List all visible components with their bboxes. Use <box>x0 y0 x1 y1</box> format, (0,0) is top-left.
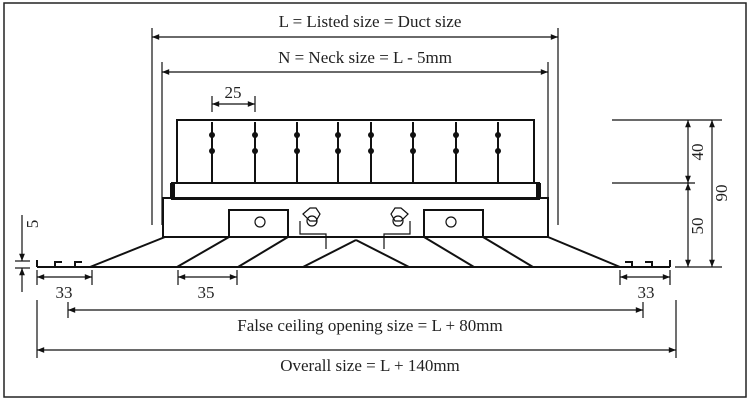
blade-pivot <box>252 148 258 154</box>
blade-pitch-dimension: 25 <box>211 83 256 112</box>
height-dimensions: 40 50 90 <box>612 119 731 268</box>
height-top-label: 40 <box>688 144 707 161</box>
flange-thickness-label: 5 <box>23 220 42 229</box>
blade-pivot <box>252 132 258 138</box>
cone-step-label: 35 <box>198 283 215 302</box>
margin-dimensions: 33 35 33 <box>36 270 671 302</box>
listed-size-dimension: L = Listed size = Duct size <box>151 12 559 225</box>
height-bottom-label: 50 <box>688 218 707 235</box>
blade-pivot <box>335 148 341 154</box>
height-total-label: 90 <box>712 185 731 202</box>
right-margin-label: 33 <box>638 283 655 302</box>
false-ceiling-label: False ceiling opening size = L + 80mm <box>237 316 502 335</box>
flange-thickness-dimension: 5 <box>15 215 42 292</box>
blade-pivot <box>368 132 374 138</box>
blade-pivot <box>495 148 501 154</box>
blade-pivot <box>410 148 416 154</box>
listed-size-label: L = Listed size = Duct size <box>279 12 462 31</box>
frame <box>3 2 747 398</box>
false-ceiling-dimension: False ceiling opening size = L + 80mm <box>67 302 644 335</box>
overall-size-dimension: Overall size = L + 140mm <box>36 300 677 375</box>
blade-pitch-label: 25 <box>225 83 242 102</box>
blade-pivot <box>368 148 374 154</box>
blade-pivot <box>335 132 341 138</box>
blade-pivot <box>453 132 459 138</box>
overall-size-label: Overall size = L + 140mm <box>280 356 460 375</box>
left-margin-label: 33 <box>56 283 73 302</box>
blade-pivot <box>495 132 501 138</box>
neck-size-label: N = Neck size = L - 5mm <box>278 48 452 67</box>
blade-pivot <box>294 148 300 154</box>
blade-pivot <box>453 148 459 154</box>
blade-pivot <box>410 132 416 138</box>
diffuser-body <box>36 119 671 268</box>
blade-pivot <box>209 148 215 154</box>
blade-pivot <box>209 132 215 138</box>
blade-pivot <box>294 132 300 138</box>
